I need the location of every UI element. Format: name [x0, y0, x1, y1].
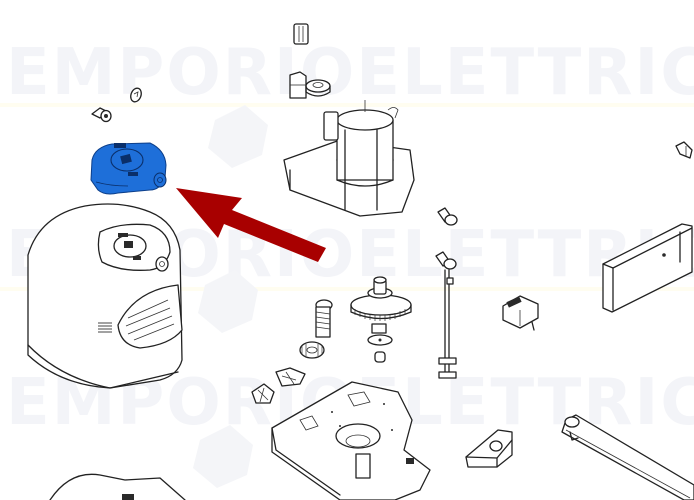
stop-block — [465, 429, 513, 468]
lower-cover-partial — [49, 473, 186, 500]
limit-switch-rod — [438, 269, 457, 379]
drive-arm — [561, 414, 694, 500]
watermark-band — [0, 103, 694, 107]
terminal-connector — [293, 23, 309, 45]
main-housing-cover — [27, 203, 183, 389]
gear-wheel — [350, 276, 412, 334]
watermark-hexagons — [193, 105, 268, 488]
ring-magnet — [305, 79, 331, 97]
watermark-band — [0, 287, 694, 291]
bolt — [675, 141, 693, 159]
small-cap — [130, 87, 142, 103]
motor-assembly — [283, 100, 415, 217]
plastic-clip — [275, 367, 306, 387]
small-screw — [91, 107, 112, 123]
washer — [367, 334, 393, 346]
pointer-arrow — [176, 188, 326, 262]
release-key — [435, 251, 457, 270]
worm-screw-shaft — [299, 299, 333, 359]
release-key — [437, 207, 458, 226]
micro-switch — [502, 295, 539, 331]
terminal-block — [289, 71, 307, 99]
screw — [374, 351, 386, 363]
base-plate — [271, 381, 431, 500]
mounting-bracket — [602, 223, 693, 313]
plastic-clip — [251, 383, 275, 404]
highlighted-cover-cap[interactable] — [90, 142, 167, 195]
